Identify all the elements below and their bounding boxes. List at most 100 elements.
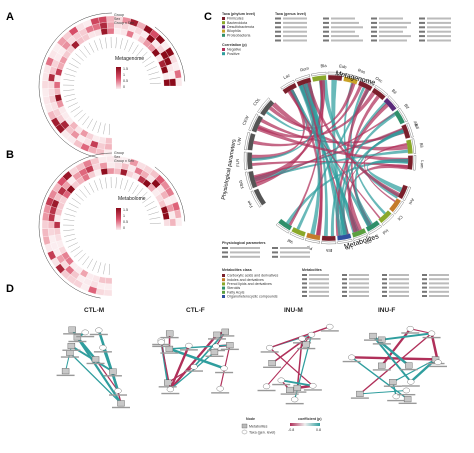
chord-label-physio: Fee: [246, 199, 254, 208]
network-node-metabolite: [165, 330, 174, 337]
network-node-label: [179, 349, 198, 351]
network-node-label: [422, 336, 441, 339]
network-edge: [71, 329, 122, 404]
panel-b-cell: [48, 213, 56, 222]
network-node-metabolite: [163, 379, 172, 386]
chord-ribbon: [303, 83, 343, 236]
panel-b-row-label: [70, 246, 81, 253]
genus-abbrev: [371, 39, 377, 42]
network-node-label: [263, 366, 282, 369]
colorbar-b-tick-2: 0.5: [123, 220, 128, 224]
chord-label-metabolites: Val: [286, 238, 293, 245]
network-node-label: [350, 397, 369, 399]
chord-sector-outline: [289, 232, 305, 240]
panel-a-row-label: [74, 109, 83, 118]
panel-b-row-label: [146, 206, 157, 211]
chord-label-metabolites: Eth: [325, 248, 332, 253]
panel-b-row-label: [148, 211, 159, 216]
genus-name: [283, 39, 307, 42]
metab-name: [389, 290, 409, 293]
chord-sector-outline: [243, 151, 247, 171]
chord-sector-physio: [253, 188, 267, 206]
network-node-taxa: [166, 386, 174, 393]
panel-a-row-label: [99, 38, 103, 50]
chord-ribbon: [254, 80, 326, 182]
metab-name: [429, 274, 449, 276]
panel-b-row-label: [93, 180, 99, 191]
metab-abbrev: [302, 278, 307, 281]
chord-sector-metagenome: [327, 74, 343, 82]
chord-arc-label-physio: Physiological parameters: [221, 139, 238, 201]
genus-abbrev: [323, 17, 329, 20]
chord-ribbon: [298, 84, 321, 235]
panel-a-row-label: [67, 102, 78, 108]
network-node-metabolite: [91, 356, 100, 363]
network-node-taxa: [407, 379, 415, 385]
genus-name: [379, 30, 403, 33]
panel-a-cell: [113, 27, 122, 35]
panel-a-row-label: [64, 73, 76, 77]
network-edge: [95, 358, 119, 392]
panel-b-row-label: [144, 201, 155, 207]
genus-abbrev: [371, 30, 377, 33]
physio-name: [280, 255, 310, 258]
network-node-label: [398, 402, 417, 405]
metab-abbrev: [342, 286, 347, 289]
panel-a-cell: [41, 88, 49, 98]
chord-label-metagenome: Bif: [403, 103, 410, 111]
metab-class-label: Steroids: [227, 286, 240, 290]
chord-sector-outline: [250, 190, 262, 208]
physio-abbrev: [272, 255, 278, 258]
chord-label-metagenome: Ali: [413, 120, 419, 126]
chord-sector-outline: [344, 73, 360, 80]
panel-a-cell: [104, 143, 113, 151]
network-node-metabolite: [68, 326, 76, 333]
metab-abbrev: [342, 274, 347, 276]
colorbar-b-tick-0: 1.5: [123, 208, 128, 212]
genus-name: [427, 35, 451, 38]
panel-b-cell: [113, 167, 122, 175]
panel-a-row-label: [115, 37, 117, 49]
metab-name: [309, 295, 329, 297]
chord-sector-outline: [393, 201, 404, 215]
panel-c-legend-top: Taxa (phylum level) FirmicutesBacteroido…: [222, 12, 451, 56]
network-node-metabolite: [67, 343, 76, 350]
network-node-label: [68, 340, 87, 343]
chord-sector-outline: [406, 122, 414, 138]
panel-b-row-label: [79, 189, 87, 198]
network-node-label: [56, 374, 75, 377]
panel-a-row-label: [144, 61, 155, 67]
metab-name: [389, 282, 409, 285]
network-edge: [168, 347, 225, 370]
chord-sector-metabolites: [351, 227, 367, 238]
panel-b-row-label: [149, 217, 161, 220]
metab-abbrev: [422, 274, 427, 276]
chord-sector-outline: [321, 241, 337, 245]
panel-b-row-label: [82, 256, 90, 266]
network-edge: [410, 328, 432, 334]
panel-b-row-label: [92, 260, 97, 271]
ring-legend-b: Group Sex Group x Sex: [114, 151, 134, 163]
panel-b-cell: [42, 212, 50, 222]
chord-label-metagenome: Osc: [375, 75, 384, 83]
genus-abbrev: [275, 21, 281, 24]
chord-ribbon: [287, 91, 381, 219]
node-legend-item-0: Metabolites: [249, 425, 268, 429]
physio-name: [230, 255, 260, 258]
phylum-label: Bilophila: [227, 29, 241, 33]
chord-label-physio: FLR: [235, 159, 240, 167]
chord-sector-outline: [295, 74, 311, 82]
chord-sector-outline: [337, 238, 353, 244]
genus-abbrev: [419, 35, 425, 38]
ring-legend-a-item-0: Group: [114, 13, 124, 17]
panel-b-cell: [104, 283, 113, 291]
metab-class-swatch: [222, 286, 225, 290]
metab-name: [429, 278, 449, 281]
network-node-label: [280, 393, 299, 395]
panel-a-row-label: [71, 57, 81, 65]
network-node-label: [288, 391, 307, 393]
network-node-label: [272, 383, 291, 386]
panel-a-cell: [107, 27, 115, 35]
